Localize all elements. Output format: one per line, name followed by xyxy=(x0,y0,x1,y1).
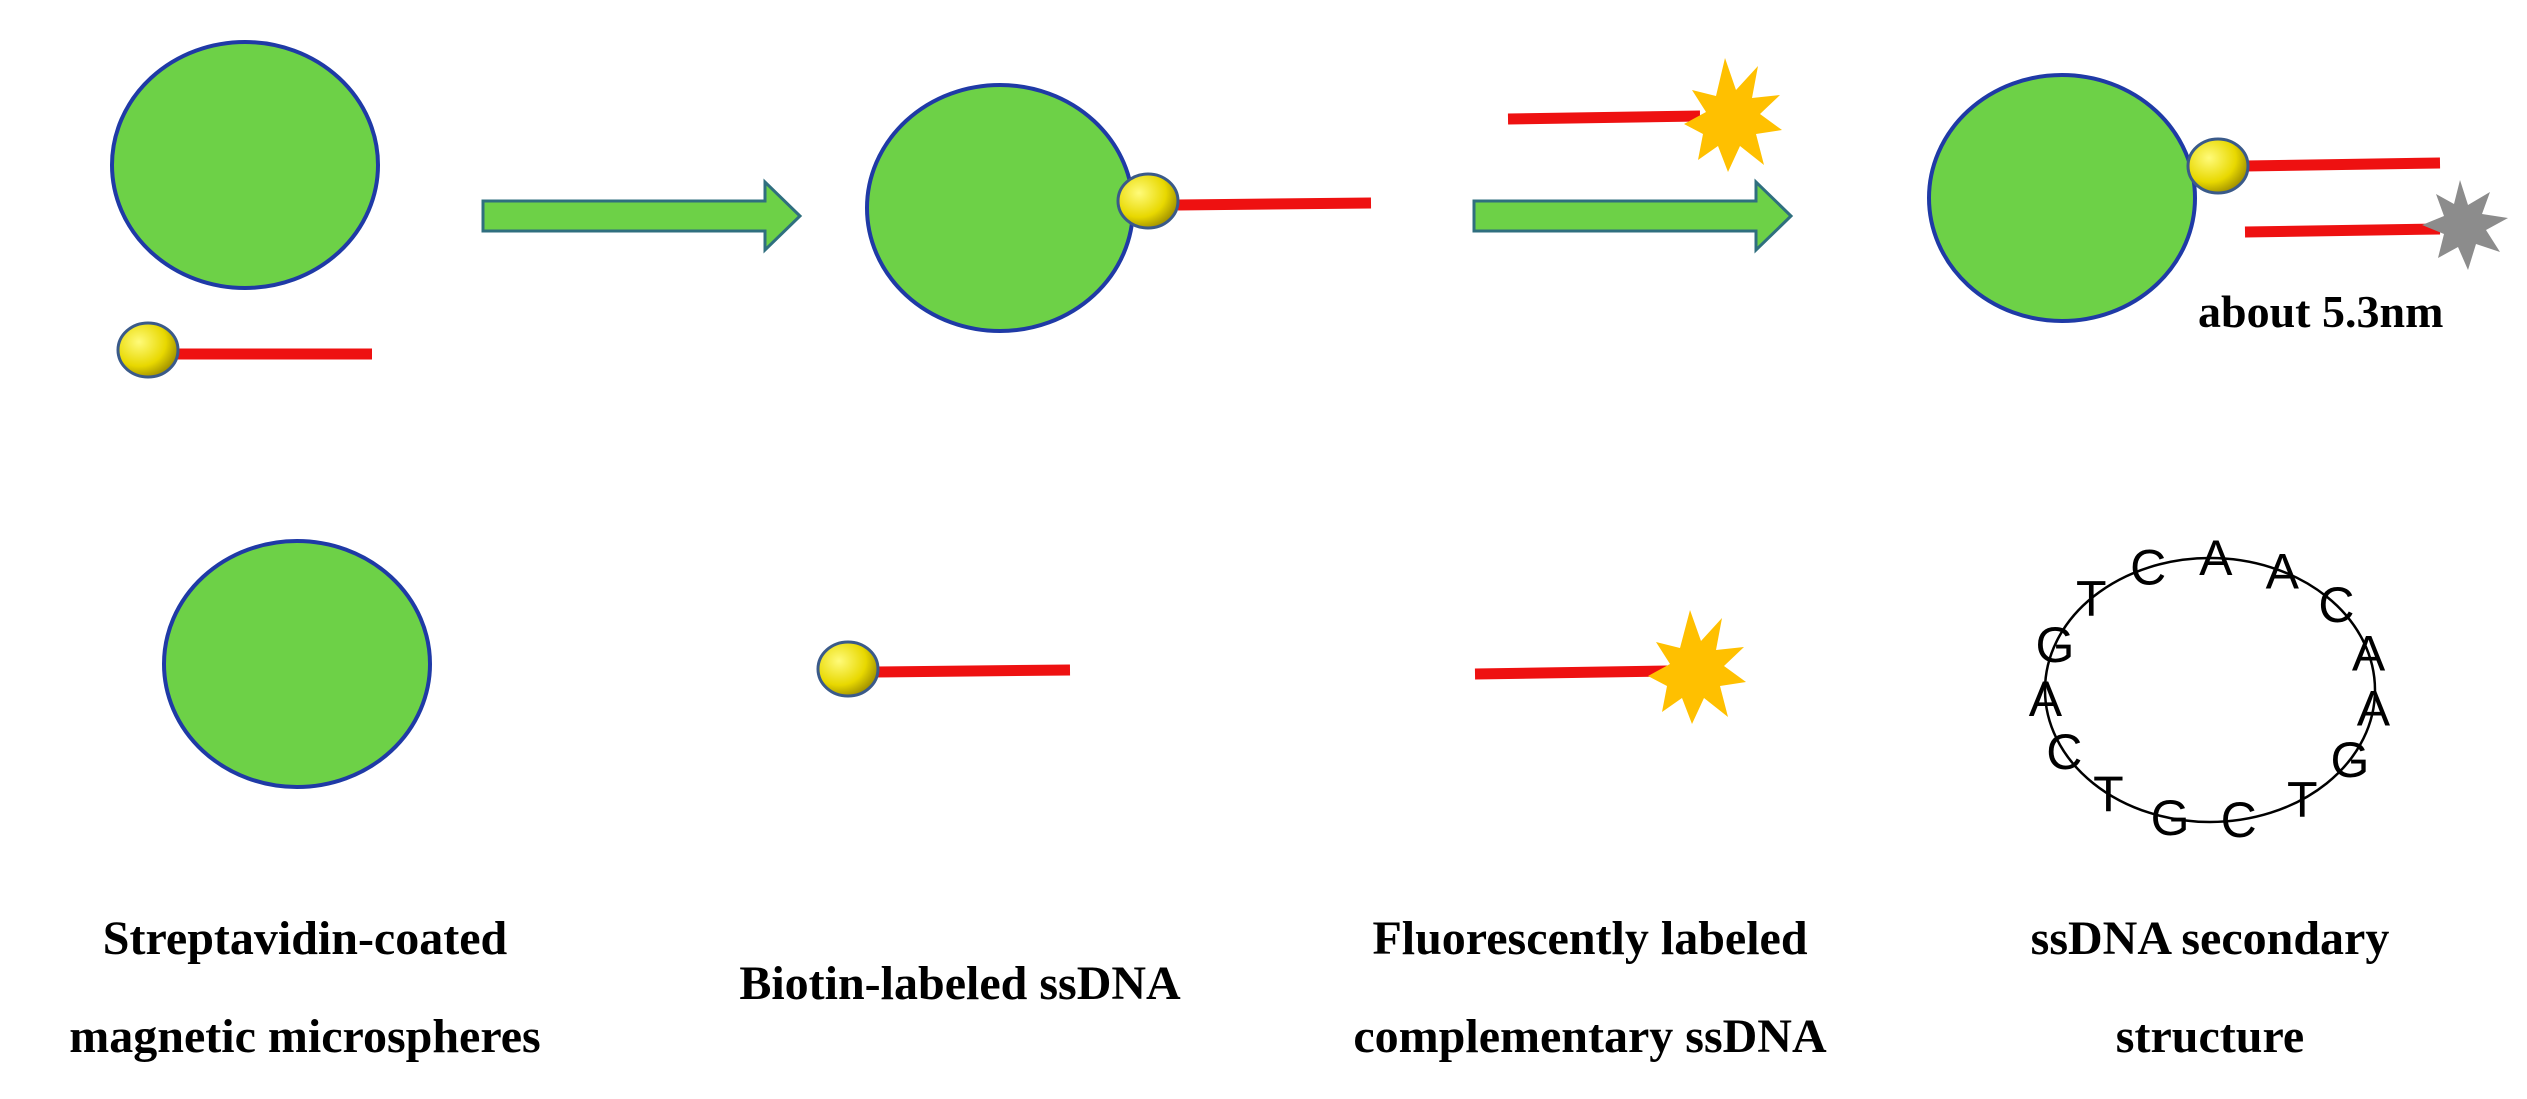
reaction-arrow-2 xyxy=(1472,178,1794,254)
nucleotide-letter: T xyxy=(2093,766,2124,822)
biotin-label xyxy=(816,640,880,698)
complementary-strand xyxy=(2244,223,2441,238)
legend-biotin-ssdna xyxy=(816,640,1071,698)
nucleotide-letter: A xyxy=(2199,530,2233,586)
biotin-label xyxy=(2186,137,2250,195)
caption-fluorescent-ssdna: Fluorescently labeled complementary ssDN… xyxy=(1290,890,1890,1086)
biotin-label xyxy=(1116,172,1180,230)
ssdna-strand xyxy=(1177,197,1372,211)
legend-fluorescent-ssdna xyxy=(1474,610,1746,724)
caption-secondary-structure: ssDNA secondary structure xyxy=(1910,890,2510,1086)
step3-group xyxy=(1927,73,2508,323)
caption-microspheres: Streptavidin-coated magnetic microsphere… xyxy=(0,890,610,1086)
nucleotide-letter: G xyxy=(2330,732,2369,788)
fluorophore-star xyxy=(1684,58,1782,172)
ssdna-loop xyxy=(2043,556,2377,824)
quenched-fluorophore-star xyxy=(2422,180,2508,270)
fluorophore-star xyxy=(1648,610,1746,724)
magnetic-bead xyxy=(865,83,1135,333)
fluorescent-ssdna-incoming xyxy=(1507,58,1782,172)
caption-biotin-ssdna: Biotin-labeled ssDNA xyxy=(660,935,1260,1033)
nucleotide-letter: C xyxy=(2318,577,2354,633)
nucleotide-letter: T xyxy=(2076,570,2107,626)
caption-line: structure xyxy=(2115,1010,2305,1063)
nucleotide-letter: C xyxy=(2046,724,2082,780)
magnetic-bead xyxy=(110,40,380,290)
complementary-strand xyxy=(1474,665,1669,680)
caption-line: magnetic microspheres xyxy=(69,1010,541,1063)
nucleotide-letter: C xyxy=(2221,792,2257,848)
nucleotide-letter: G xyxy=(2151,790,2190,846)
ssdna-strand xyxy=(874,664,1071,678)
caption-line: Biotin-labeled ssDNA xyxy=(739,957,1181,1010)
nucleotide-letter: A xyxy=(2352,626,2386,682)
step2-group xyxy=(865,83,1372,333)
distance-label: about 5.3nm xyxy=(2198,286,2444,337)
caption-line: Fluorescently labeled xyxy=(1372,912,1808,965)
nucleotide-letter: A xyxy=(2029,671,2063,727)
caption-line: ssDNA secondary xyxy=(2030,912,2390,965)
ssdna-strand xyxy=(2244,157,2441,172)
nucleotide-letter: T xyxy=(2287,771,2318,827)
nucleotide-letter: C xyxy=(2130,540,2166,596)
step1-group xyxy=(110,40,380,379)
nucleotide-letter: A xyxy=(2266,543,2300,599)
caption-line: Streptavidin-coated xyxy=(102,912,508,965)
caption-line: complementary ssDNA xyxy=(1353,1010,1827,1063)
magnetic-bead xyxy=(1927,73,2197,323)
nucleotide-letter: G xyxy=(2036,617,2075,673)
reaction-arrow-1 xyxy=(481,178,803,254)
complementary-strand xyxy=(1507,110,1701,125)
nucleotide-letter: A xyxy=(2357,680,2391,736)
biotin-label xyxy=(116,321,180,379)
legend-magnetic-bead xyxy=(162,539,432,789)
